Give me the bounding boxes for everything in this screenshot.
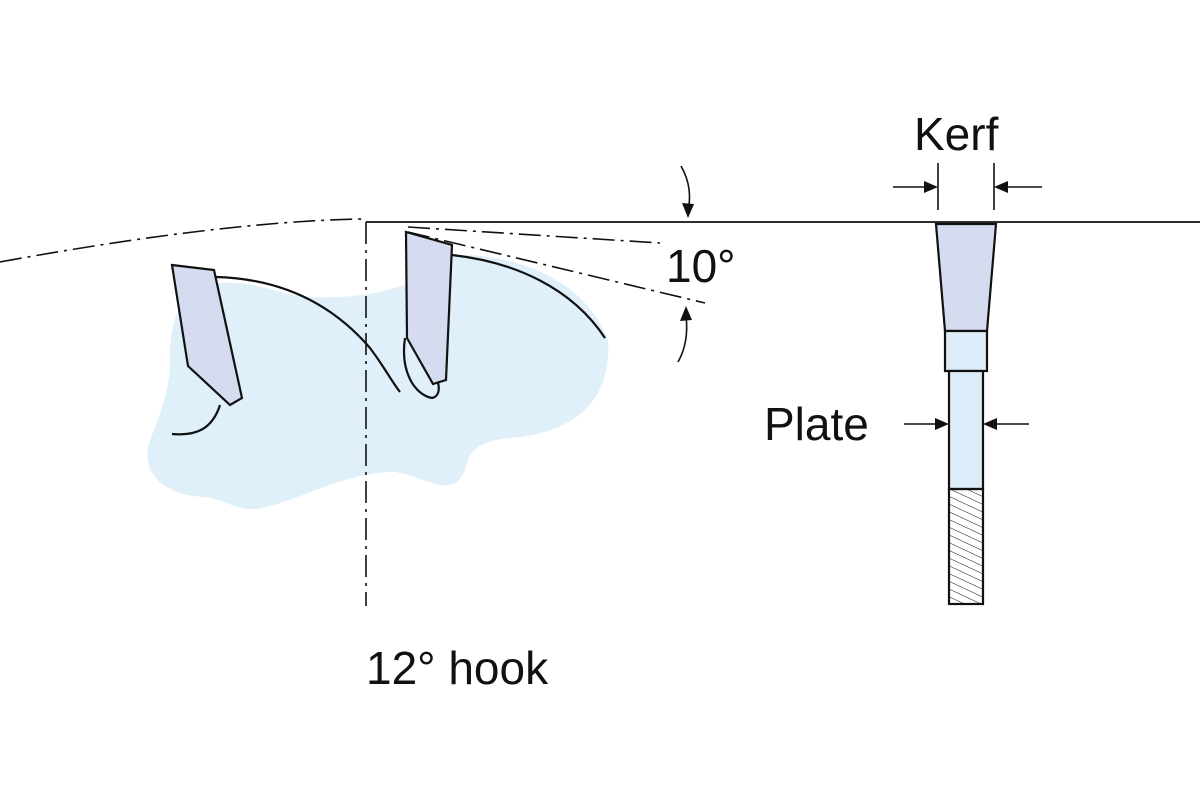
top-angle-label: 10° bbox=[666, 240, 736, 292]
angle-arrowhead-lower bbox=[680, 306, 692, 321]
blade-body bbox=[147, 255, 609, 510]
plate-label: Plate bbox=[764, 398, 869, 450]
left-tooth-gullet bbox=[171, 404, 222, 436]
top-angle-line-upper bbox=[407, 226, 661, 244]
plate-arrowhead-left bbox=[935, 418, 949, 430]
hook-angle-label: 12° hook bbox=[366, 642, 549, 694]
section-hatch bbox=[947, 487, 985, 606]
plate-arrowhead-right bbox=[983, 418, 997, 430]
left-tooth-back bbox=[214, 275, 401, 393]
blade-circle-line bbox=[0, 218, 367, 263]
kerf-label: Kerf bbox=[914, 108, 999, 160]
angle-arrow-lower bbox=[677, 315, 688, 363]
section-tooth-tip bbox=[934, 222, 998, 333]
kerf-arrowhead-left bbox=[924, 181, 938, 193]
left-carbide-tooth bbox=[170, 263, 244, 407]
section-braze bbox=[943, 329, 989, 373]
right-tooth-back bbox=[451, 253, 606, 339]
angle-arrowhead-upper bbox=[682, 203, 694, 218]
right-carbide-tooth bbox=[404, 230, 454, 386]
section-plate bbox=[947, 369, 985, 491]
top-angle-line-lower bbox=[407, 231, 706, 304]
kerf-arrowhead-right bbox=[994, 181, 1008, 193]
